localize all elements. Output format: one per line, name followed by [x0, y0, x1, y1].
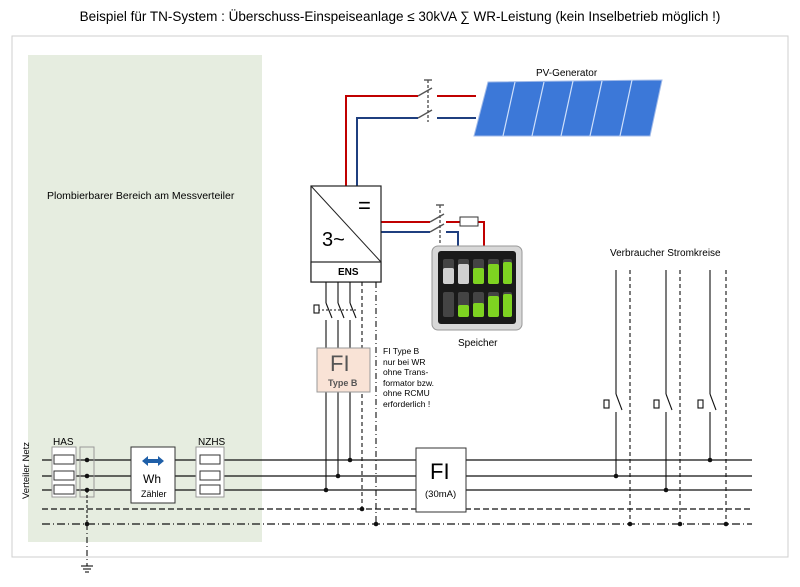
fi-note-line: erforderlich !	[383, 398, 431, 409]
speicher-label: Speicher	[458, 338, 498, 349]
pv-generator-icon	[473, 79, 663, 137]
sealed-area-label: Plombierbarer Bereich am Messverteiler	[47, 190, 235, 202]
consumer-circuits	[615, 270, 727, 524]
grid-label: Verteiler Netz	[21, 441, 33, 500]
battery-disconnector-icon	[429, 204, 445, 244]
inverter-ac-breaker-icon	[313, 302, 357, 319]
meter-label: Zähler	[141, 489, 167, 499]
fi-note-line: FI Type B	[383, 346, 420, 356]
fi-type-b-type: Type B	[328, 378, 358, 388]
battery-fuse-icon	[459, 216, 479, 227]
pv-dc-disconnector-icon	[417, 79, 433, 122]
nzhs-label: NZHS	[198, 437, 226, 448]
fi-type-b-box	[316, 347, 371, 393]
fi-note-line: formator bzw.	[383, 377, 435, 388]
fi-main-box	[415, 447, 467, 513]
pv-generator-label: PV-Generator	[536, 68, 598, 79]
fi-note-line: ohne RCMU	[383, 388, 430, 398]
meter-box	[130, 446, 176, 504]
inverter-dc-symbol: =	[358, 193, 371, 218]
ens-label: ENS	[338, 267, 359, 278]
fi-type-b-symbol: FI	[330, 351, 350, 376]
fi-main-symbol: FI	[430, 459, 450, 484]
has-label: HAS	[53, 437, 74, 448]
fi-note: FI Type B nur bei WR ohne Trans- formato…	[383, 346, 434, 409]
pv-dc-lines	[345, 95, 476, 186]
consumer-breaker-icons	[603, 393, 717, 411]
earth-icon	[81, 524, 93, 573]
fi-note-line: ohne Trans-	[383, 367, 429, 377]
inverter-ac-lines	[325, 282, 377, 524]
meter-arrow-icon	[142, 456, 164, 466]
fi-note-line: nur bei WR	[383, 356, 426, 367]
nzhs-fuses-icon	[195, 446, 225, 498]
outer-frame	[11, 35, 789, 558]
junction-dots	[84, 457, 729, 527]
inverter-icon	[310, 185, 382, 283]
consumer-circuits-label: Verbraucher Stromkreise	[610, 248, 721, 259]
battery-storage-icon	[431, 245, 523, 331]
diagram-title: Beispiel für TN-System : Überschuss-Eins…	[79, 9, 721, 24]
battery-dc-lines	[380, 221, 485, 246]
inverter-ac-symbol: 3~	[322, 229, 345, 251]
meter-wh-label: Wh	[143, 472, 161, 486]
has-fuses-icon	[51, 446, 77, 498]
fi-main-rating: (30mA)	[425, 489, 457, 500]
